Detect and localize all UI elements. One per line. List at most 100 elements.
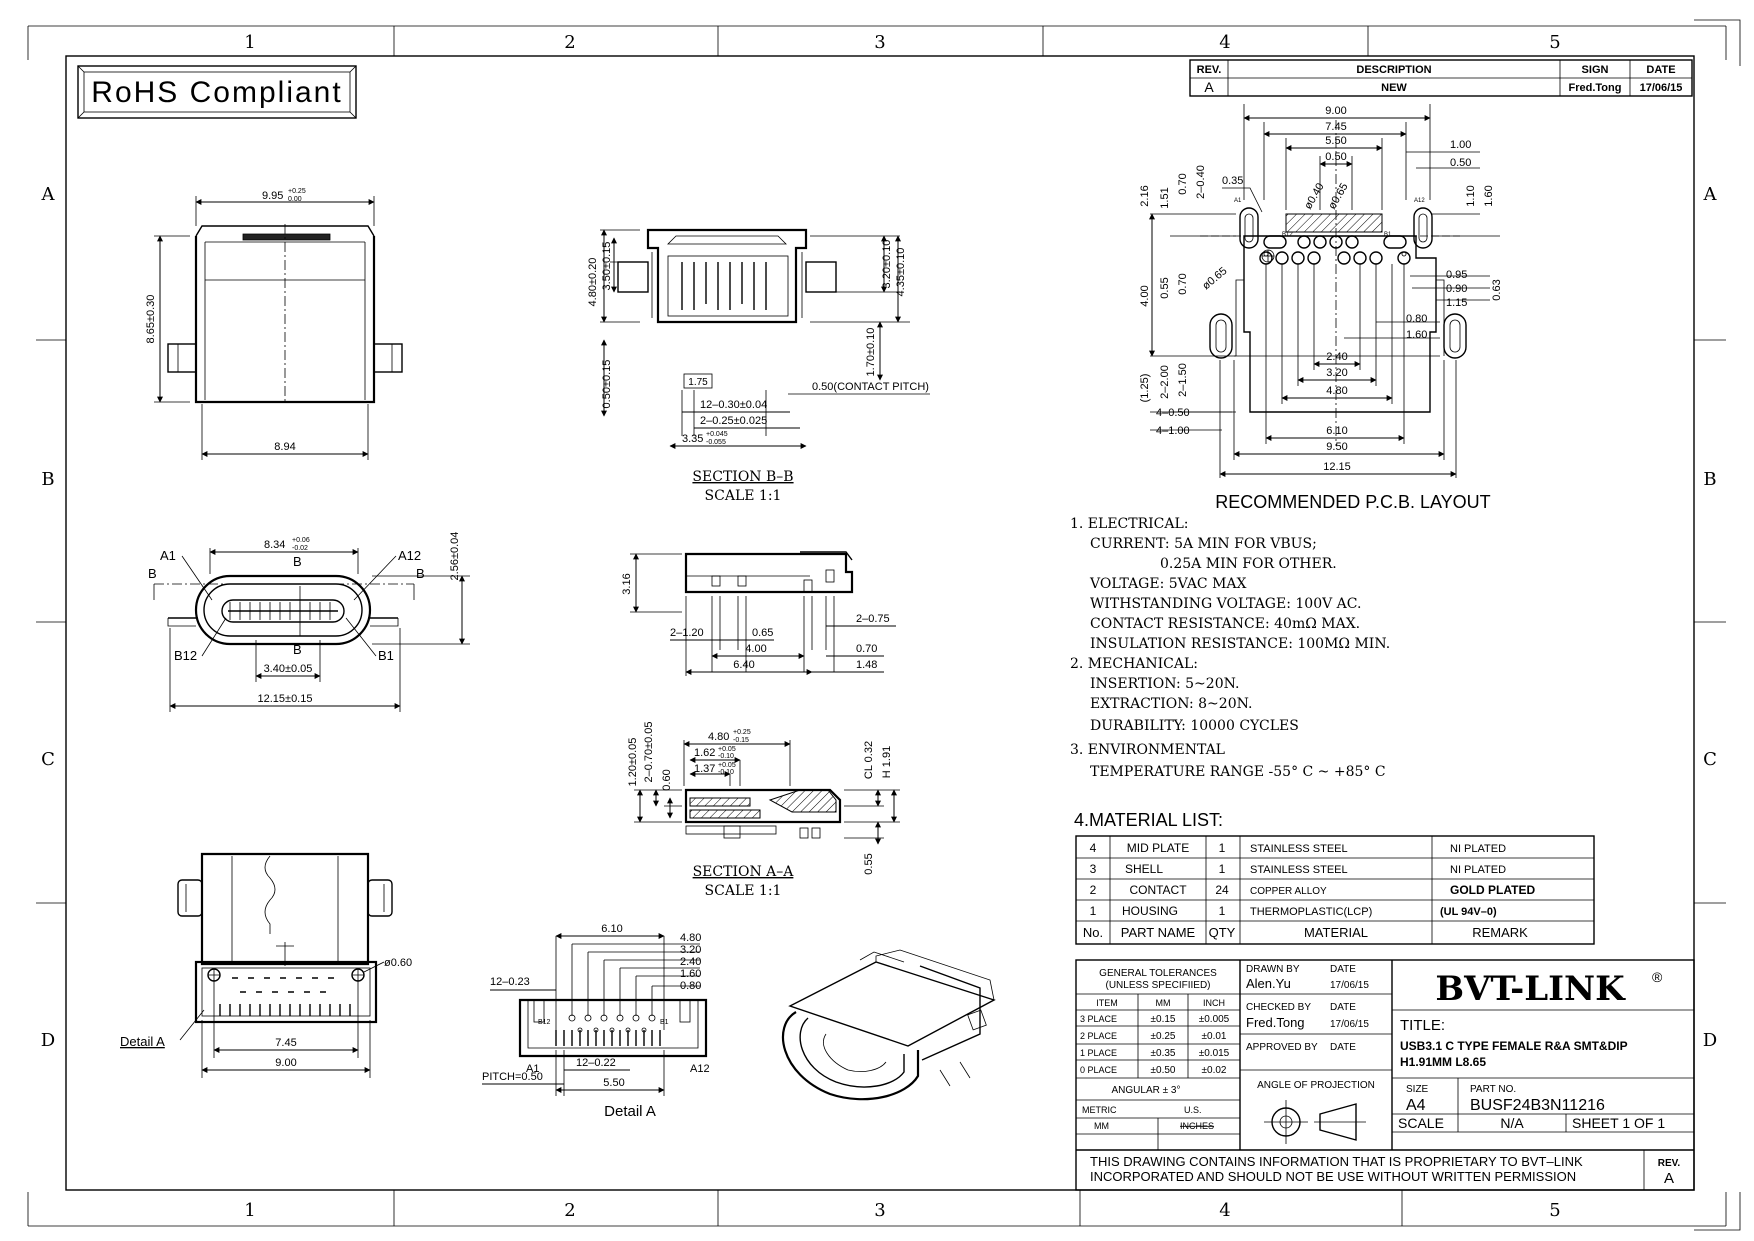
material-row-3-remark: NI PLATED [1450,864,1506,876]
proprietary-line-2: INCORPORATED AND SHOULD NOT BE USE WITHO… [1090,1169,1576,1184]
material-row-3-qty: 1 [1219,862,1226,876]
rev-value: A [1204,79,1214,95]
rev-header-description: DESCRIPTION [1356,64,1431,76]
material-row-2-qty: 24 [1215,883,1229,897]
units-metric: METRIC [1082,1105,1117,1115]
tolerance-1-place-inch: ±0.015 [1199,1048,1230,1059]
pcb-dim-4-00: 4.00 [1139,285,1151,306]
col-label-top-4: 4 [1219,32,1230,53]
section-bb-contact-width-dim: 12–0.30±0.04 [700,399,767,411]
rohs-text: RoHS Compliant [91,76,342,109]
pcb-dim-7-45: 7.45 [1325,121,1346,133]
pcb-slot-bottom-left [1209,313,1233,359]
col-label-top-2: 2 [564,32,575,53]
pcb-dim-phi-0-65-left: ø0.65 [1200,265,1229,292]
pcb-dim-9-00: 9.00 [1325,105,1346,117]
col-label-bottom-5: 5 [1549,1200,1560,1221]
detail-a: 6.10 4.80 3.20 2.40 1.60 0.80 12–0.23 A1… [482,923,710,1120]
section-aa-length-tol-lower: -0.15 [733,737,749,744]
note-contact-resistance: CONTACT RESISTANCE: 40mΩ MAX. [1090,616,1360,632]
detail-a-dim-1-60: 1.60 [680,968,701,980]
section-bb-height-dim: 4.80±0.20 [587,258,599,307]
side-view: 3.16 2–1.20 0.65 4.00 6.40 2–0.75 0.70 1… [621,551,896,676]
rev-description: NEW [1381,82,1407,94]
tolerance-3-place: 3 PLACE [1080,1014,1117,1024]
col-label-top-5: 5 [1549,32,1560,53]
section-aa-inner-tol-upper: +0.05 [718,762,736,769]
section-aa-inner-tol-lower: -0.10 [718,769,734,776]
tolerance-2-place-inch: ±0.01 [1202,1031,1227,1042]
col-label-bottom-4: 4 [1219,1200,1230,1221]
detail-a-dim-2-40: 2.40 [680,956,701,968]
front-view-label-b-left: B [148,566,157,581]
pcb-dim-6-10: 6.10 [1326,425,1347,437]
section-aa-title: SECTION A–A [693,864,795,880]
pcb-dim-12-15: 12.15 [1323,461,1351,473]
section-bb-contacts [681,262,767,310]
note-voltage: VOLTAGE: 5VAC MAX [1089,576,1247,592]
bottom-view-detail-label: Detail A [120,1034,165,1049]
pcb-dim-0-95: 0.95 [1446,269,1467,281]
approved-by-date-label: DATE [1330,1042,1356,1053]
section-aa-step-dim: 2–0.70±0.05 [643,721,655,782]
side-view-offset-dim: 0.70 [856,643,877,655]
top-view-length-dim: 8.65±0.30 [145,295,157,344]
material-row-4-remark: NI PLATED [1450,843,1506,855]
drawn-by-date: 17/06/15 [1330,980,1369,991]
pcb-dim-0-90: 0.90 [1446,283,1467,295]
section-aa: 4.80 +0.25 -0.15 1.62 +0.05 -0.10 1.37 +… [627,721,900,899]
material-row-4-material: STAINLESS STEEL [1250,843,1348,855]
pcb-slot-top-left [1239,207,1259,249]
front-view-contact-dim: 3.40±0.05 [264,663,313,675]
material-row-1-part: HOUSING [1122,904,1178,918]
section-bb-right-inner-dim: 3.20±0.10 [881,240,893,289]
pcb-dim-1-51: 1.51 [1159,187,1171,208]
pcb-dim-4-80: 4.80 [1326,385,1347,397]
detail-a-dim-6-10: 6.10 [601,923,622,935]
row-label-left-c: C [41,749,55,770]
section-aa-cl-dim: CL 0.32 [863,741,875,779]
front-view-label-b12: B12 [174,648,197,663]
section-bb-inner-height-dim: 3.50±0.15 [601,242,613,291]
material-row-1-qty: 1 [1219,904,1226,918]
front-view-label-b-bottom: B [293,642,302,657]
pcb-dim-1-00: 1.00 [1450,139,1471,151]
section-aa-foot-dim: 0.55 [863,853,875,874]
units-mm: MM [1094,1121,1109,1131]
note-mechanical-heading: 2. MECHANICAL: [1070,656,1198,672]
section-aa-h-dim: H 1.91 [881,746,893,778]
top-view-width-dim: 9.95 [262,190,283,202]
top-view: 9.95 +0.25 0.00 8.65±0.30 8.94 [145,188,403,460]
drawn-by-name: Alen.Yu [1246,976,1291,991]
sheet-border [27,19,1741,1231]
pcb-dim-phi-0-40: ø0.40 [1302,181,1326,211]
side-view-pitch-dim: 4.00 [745,643,766,655]
pcb-slot-top-right [1413,207,1433,249]
bottom-view-bottom-pins [219,1004,351,1016]
pcb-pin-label-b1: B1 [1384,232,1392,238]
section-bb-contact-length-dim: 1.70±0.10 [865,328,877,377]
tolerance-2-place-mm: ±0.25 [1151,1031,1176,1042]
pcb-dim-1-15: 1.15 [1446,297,1467,309]
detail-a-pins [555,1030,661,1046]
pcb-dim-2-16: 2.16 [1139,185,1151,206]
detail-a-dim-4-80: 4.80 [680,932,701,944]
title-line-2: H1.91MM L8.65 [1400,1055,1486,1069]
checked-by-name: Fred.Tong [1246,1015,1305,1030]
pcb-dim-4-1-00: 4–1.00 [1156,425,1190,437]
rohs-stamp: RoHS Compliant [77,65,357,119]
title-rev-value: A [1664,1170,1674,1187]
isometric-view [781,949,996,1101]
note-durability: DURABILITY: 10000 CYCLES [1090,718,1299,734]
material-header-remark: REMARK [1472,925,1528,940]
detail-a-label-b1: B1 [660,1019,669,1026]
pcb-dim-1-25-paren: (1.25) [1139,374,1151,403]
side-view-gap-dim: 0.65 [752,627,773,639]
rev-header-sign: SIGN [1582,64,1609,76]
title-label: TITLE: [1400,1017,1445,1034]
units-inches: INCHES [1180,1121,1214,1131]
tolerance-title-2: (UNLESS SPECIFIIED) [1105,980,1210,991]
size-value: A4 [1406,1097,1426,1114]
rev-date: 17/06/15 [1640,82,1683,94]
